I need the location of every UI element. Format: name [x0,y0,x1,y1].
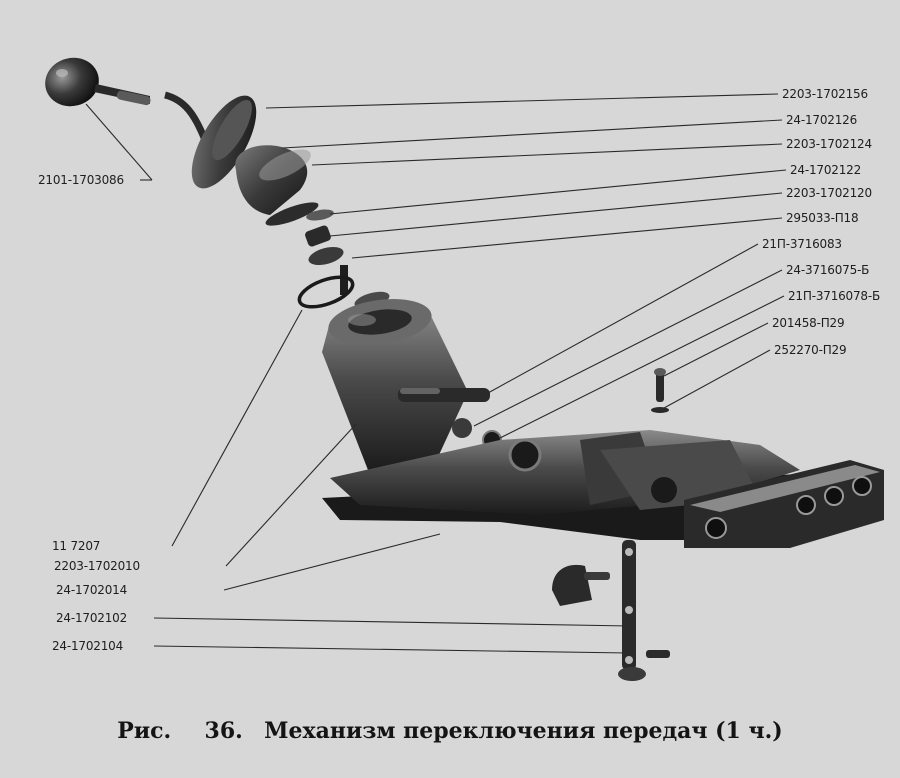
part-label: 24-1702014 [56,583,127,597]
leader-lines [85,93,787,654]
part-labels-left: 2101-1703086 11 7207 2203-1702010 24-170… [38,173,140,653]
part-label: 24-1702104 [52,639,123,653]
caption-number: 36. [204,718,243,744]
part-label: 2203-1702120 [786,186,872,200]
boot-disc-part [191,95,257,189]
small-bolt-part [651,368,669,413]
part-label: 2203-1702124 [786,137,872,151]
part-label: 24-1702102 [56,611,127,625]
shift-lever-part [163,91,209,142]
caption-prefix: Рис. [117,718,172,744]
part-label: 2203-1702156 [782,87,868,101]
figure-caption: Рис. 36. Механизм переключения передач (… [0,718,900,744]
part-label: 295033-П18 [786,211,858,225]
part-label: 201458-П29 [772,316,844,330]
part-label: 252270-П29 [774,343,846,357]
bracket-part [552,564,610,606]
washers-part [265,202,348,295]
boot-cap-part [235,145,311,215]
part-label: 24-1702122 [790,163,861,177]
rail-block-part [684,460,884,548]
lever-link-part [618,540,670,681]
part-label: 21П-3716078-Б [788,289,880,303]
part-label: 2101-1703086 [38,173,124,187]
part-label: 11 7207 [52,539,100,553]
part-label: 24-3716075-Б [786,263,869,277]
part-label: 21П-3716083 [762,237,842,251]
knob-part [45,57,151,107]
shift-housing-part [322,299,468,470]
gearshift-mechanism-drawing: 2203-1702156 24-1702126 2203-1702124 24-… [38,57,884,681]
part-label: 2203-1702010 [54,559,140,573]
caption-title: Механизм переключения передач (1 ч.) [264,718,783,744]
part-label: 24-1702126 [786,113,857,127]
part-labels-right: 2203-1702156 24-1702126 2203-1702124 24-… [762,87,880,357]
